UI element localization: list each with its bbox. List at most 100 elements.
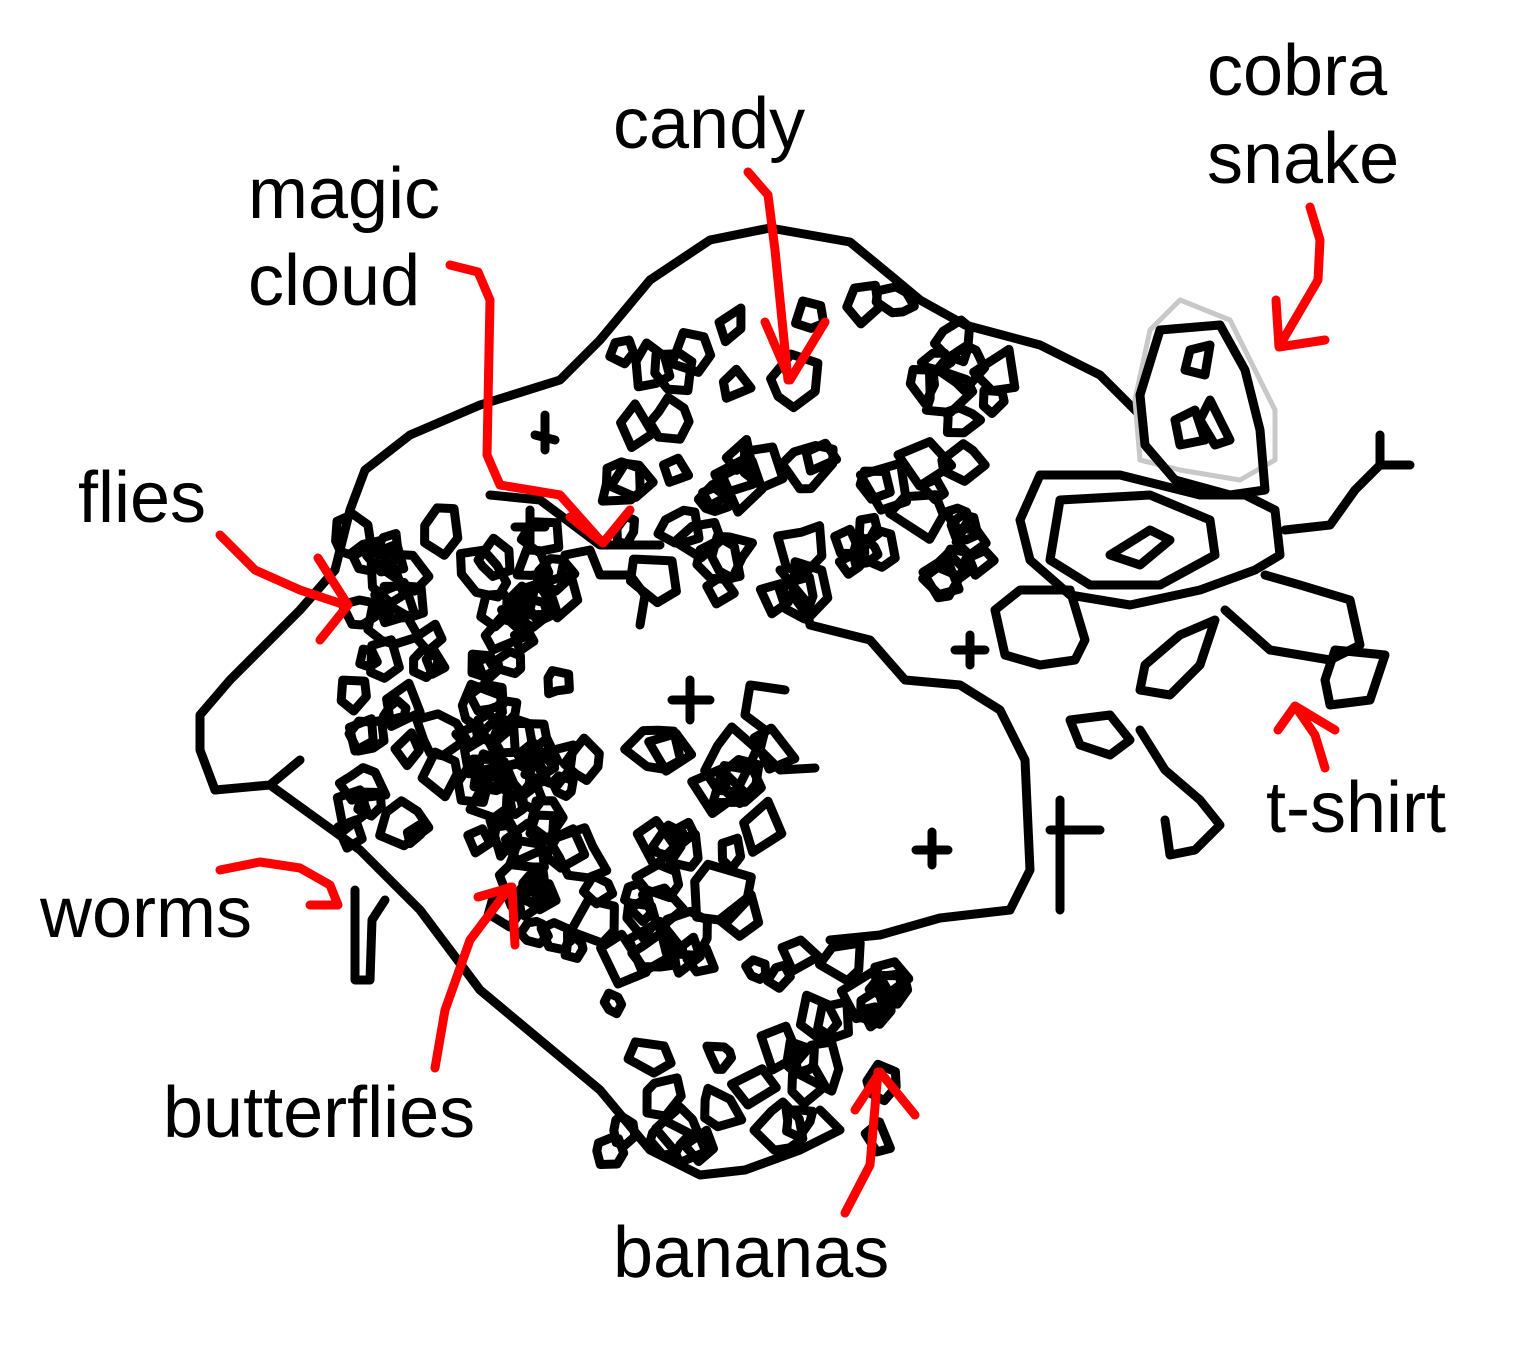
label-t-shirt: t-shirt [1266, 768, 1446, 848]
flies-scribble [473, 653, 500, 682]
candy-scribble [932, 341, 990, 396]
bananas-scribble [873, 969, 909, 1013]
bananas-scribble [749, 1097, 808, 1155]
butterflies-scribble [665, 829, 703, 872]
candy-scribble [714, 303, 746, 347]
flies-scribble [375, 796, 434, 851]
candy-scribble [942, 403, 986, 438]
flies-scribble [512, 545, 554, 580]
butterflies-scribble [494, 860, 552, 921]
outer-outline [195, 223, 1145, 795]
candy-scribble [937, 439, 990, 486]
flies-scribble [473, 709, 515, 748]
flies-scribble [333, 815, 367, 853]
bananas-scribble [741, 955, 771, 984]
flies-scribble [421, 646, 450, 679]
bananas-scribble [609, 1111, 640, 1151]
scribble-clusters [331, 280, 1020, 1169]
label-butterflies: butterflies [163, 1073, 475, 1153]
candy-scribble [930, 315, 974, 367]
butterflies-scribble [749, 723, 800, 774]
candy-scribble [791, 296, 829, 333]
flies-scribble [463, 824, 495, 858]
label-cobra: cobra [1207, 31, 1388, 111]
candy-scribble [667, 328, 716, 377]
arrow-cobra-snake [1271, 202, 1330, 352]
butterflies-scribble [548, 771, 578, 801]
label-cloud: cloud [248, 241, 420, 321]
cobra-snake-sketch [1132, 297, 1278, 500]
butterflies-scribble [717, 833, 746, 874]
butterflies-scribble [541, 824, 590, 873]
butterflies-scribble [690, 859, 756, 926]
candy-scribble [718, 364, 756, 403]
butterflies-scribble [644, 729, 697, 776]
butterflies-scribble [524, 734, 563, 781]
candy-scribble [978, 385, 1009, 418]
candy-scribble [916, 474, 949, 505]
candy-scribble [834, 548, 864, 579]
flies-scribble [518, 576, 562, 627]
flies-scribble [382, 678, 425, 731]
flies-scribble [390, 728, 424, 771]
butterflies-scribble [620, 878, 653, 910]
flies-scribble [366, 635, 404, 683]
candy-scribble [616, 399, 658, 452]
flies-scribble [501, 818, 549, 866]
bananas-scribble [702, 1041, 736, 1074]
candy-scribble [650, 349, 697, 396]
candy-scribble [707, 531, 757, 583]
candy-scribble [717, 456, 767, 517]
flies-scribble [366, 557, 409, 608]
flies-scribble [543, 666, 574, 699]
flies-scribble [510, 624, 539, 656]
bananas-scribble [623, 1037, 676, 1078]
flies-scribble [417, 747, 462, 802]
butterflies-scribble [518, 871, 547, 898]
plus-mark [950, 630, 990, 670]
butterflies-scribble [559, 733, 604, 785]
bananas-scribble [642, 1073, 686, 1121]
candy-scribble [659, 453, 694, 487]
candy-scribble [946, 510, 983, 545]
arrow-candy [743, 167, 830, 385]
candy-scribble [597, 457, 645, 506]
label-bananas: bananas [613, 1213, 889, 1293]
arrow-magic-cloud [445, 260, 635, 548]
candy-scribble [605, 335, 639, 369]
flies-scribble [336, 675, 371, 716]
bananas-scribble [777, 935, 823, 976]
candy-scribble [653, 505, 704, 548]
bananas-scribble [599, 988, 627, 1019]
candy-scribble [702, 571, 739, 609]
flies-scribble [353, 787, 386, 821]
candy-scribble [670, 518, 726, 563]
candy-scribble [645, 392, 694, 444]
flies-scribble [506, 591, 553, 632]
candy-scribble [871, 282, 919, 318]
plus-mark [530, 410, 560, 455]
t-shirt-sketch [990, 430, 1415, 915]
plus-mark [911, 827, 953, 870]
candy-scribble [755, 579, 793, 619]
bananas-scribble [781, 1105, 818, 1142]
butterflies-scribble [687, 764, 748, 818]
flies-scribble [331, 509, 376, 561]
bananas-scribble [787, 1062, 830, 1109]
bananas-scribble [682, 943, 719, 977]
label-worms: worms [39, 873, 252, 953]
bananas-scribble [560, 932, 588, 963]
labels: magic cloud candy cobra snake flies worm… [39, 31, 1446, 1293]
candy-scribble [854, 512, 883, 548]
arrow-worms [215, 857, 343, 910]
bananas-scribble [645, 1116, 695, 1160]
bananas-scribble [756, 1021, 803, 1075]
butterflies-scribble [622, 898, 661, 944]
bananas-scribble [700, 1083, 747, 1132]
candy-scribble [860, 524, 900, 572]
arrow-t-shirt [1273, 701, 1340, 773]
flies-scribble [344, 714, 378, 756]
candy-scribble [710, 454, 758, 498]
candy-scribble [773, 521, 827, 578]
candy-scribble [766, 349, 823, 413]
